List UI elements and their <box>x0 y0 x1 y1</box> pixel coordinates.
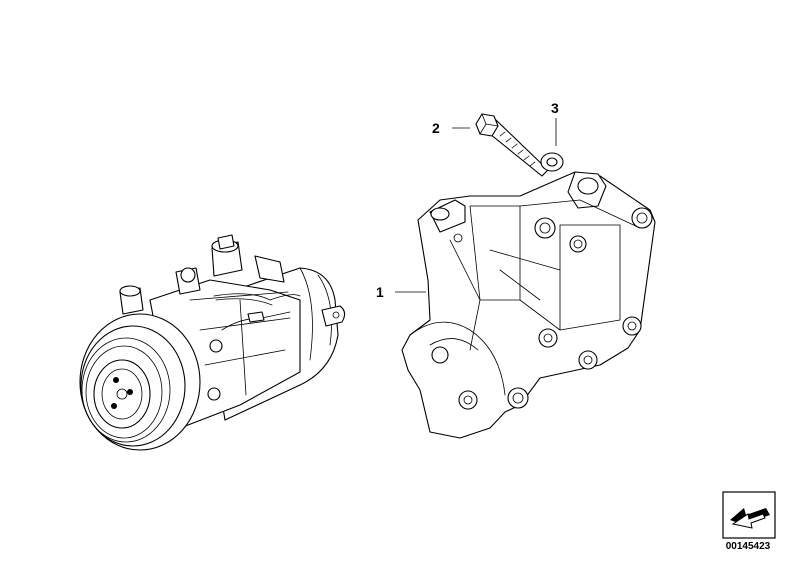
callout-1: 1 <box>376 284 384 300</box>
mounting-bracket-illustration <box>401 171 656 439</box>
hex-bolt-illustration <box>475 113 549 177</box>
arrow-reference-icon <box>722 491 776 539</box>
washer-illustration <box>540 152 564 172</box>
compressor-illustration <box>79 234 346 451</box>
callout-3: 3 <box>551 100 559 116</box>
diagram-id-label: 00145423 <box>725 541 771 552</box>
callout-2: 2 <box>432 120 440 136</box>
